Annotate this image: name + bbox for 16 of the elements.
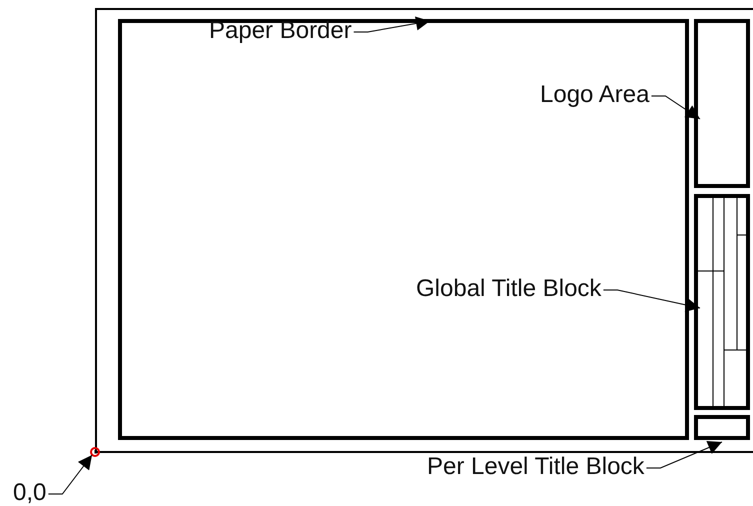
leader-line [48,454,92,494]
leader-line [602,290,700,312]
callout-label: Per Level Title Block [427,456,644,478]
title-block-box [694,194,750,410]
sheet-border [95,8,753,453]
leader-line [646,441,722,468]
reserved-area-box [694,19,750,188]
callout-label: Global Title Block [416,278,602,300]
callout-label: 0,0 [13,482,46,504]
leader-line [353,16,430,32]
leader-line [650,96,700,120]
origin-marker [90,447,100,457]
title-block-box [694,415,750,440]
callout-label: Logo Area [540,84,650,106]
paper-border-frame [118,19,689,440]
callout-label: Paper Border [209,20,352,42]
